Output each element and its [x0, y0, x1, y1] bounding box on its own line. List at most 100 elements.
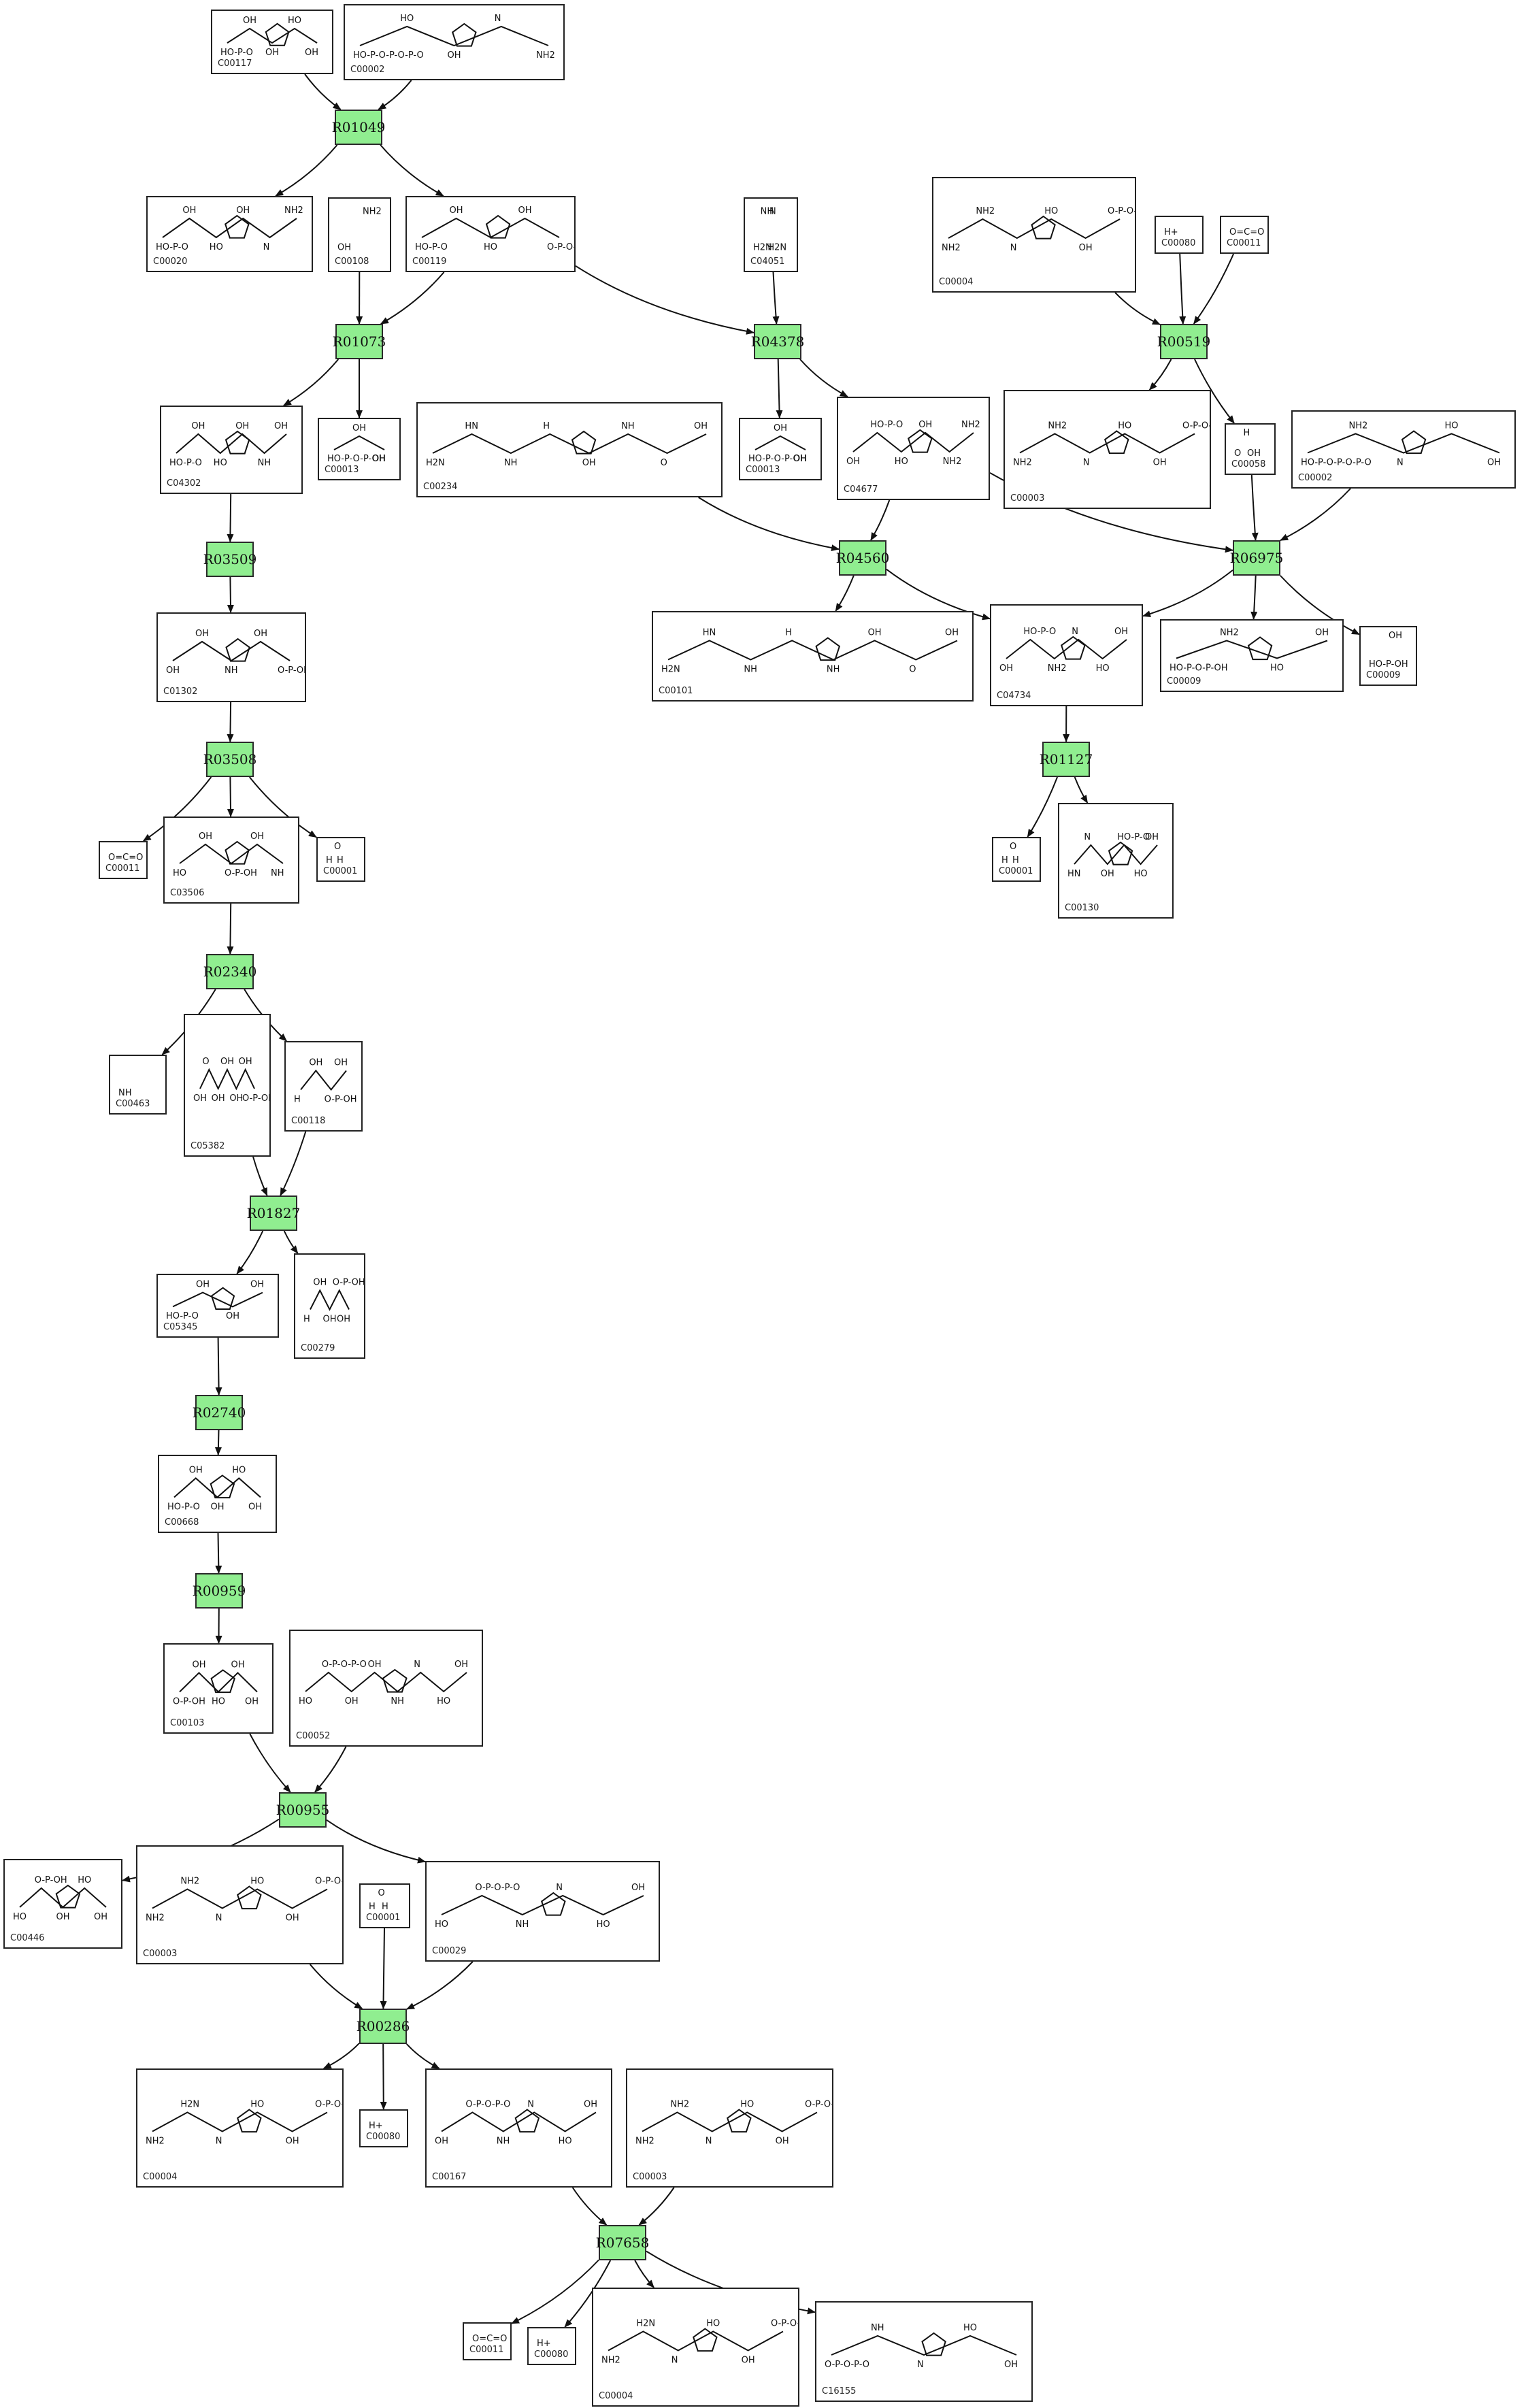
- bond-chain: [179, 843, 284, 865]
- compound-c41[interactable]: H+C00080: [359, 2109, 408, 2147]
- atom-label: N: [1397, 458, 1404, 468]
- reaction-R00955[interactable]: R00955: [276, 1792, 329, 1828]
- reaction-R02740[interactable]: R02740: [193, 1395, 246, 1430]
- atom-label: H2N: [180, 2100, 199, 2110]
- bond-chain: [754, 435, 806, 450]
- reaction-R01127[interactable]: R01127: [1040, 742, 1093, 777]
- reaction-R02340[interactable]: R02340: [203, 954, 256, 989]
- ring: [237, 1885, 262, 1910]
- atom-label: HO: [559, 2137, 572, 2147]
- molecule-sketch: HOH: [1001, 842, 1019, 865]
- atom-label: OH: [999, 663, 1013, 674]
- atom-label: NH2: [943, 457, 962, 467]
- compound-c8[interactable]: H+C00080: [1155, 216, 1204, 254]
- atom-label: NH2: [1349, 421, 1368, 431]
- molecule-sketch: H+: [537, 2339, 551, 2349]
- atom-label: O: [1010, 842, 1016, 852]
- edge-R00519-c15: [1148, 359, 1172, 391]
- reaction-R00959[interactable]: R00959: [193, 1573, 246, 1609]
- ring: [225, 214, 250, 239]
- atom-label: HO: [250, 1877, 264, 1887]
- reaction-R00519[interactable]: R00519: [1157, 324, 1210, 359]
- bond-chain: [1176, 640, 1328, 659]
- reaction-R01049[interactable]: R01049: [332, 110, 385, 145]
- ring: [908, 429, 933, 453]
- atom-label: NH2: [635, 2137, 654, 2147]
- atom-label: O-P-O-P-O: [315, 1877, 342, 1887]
- atom-label: N: [414, 1660, 420, 1670]
- atom-label: OH: [1079, 243, 1093, 253]
- reaction-R04560[interactable]: R04560: [836, 540, 889, 576]
- reaction-R03508[interactable]: R03508: [203, 742, 256, 777]
- reaction-R07658[interactable]: R07658: [596, 2225, 649, 2260]
- atom-label: OH: [254, 629, 267, 639]
- reaction-R04378[interactable]: R04378: [751, 324, 804, 359]
- reaction-R00286[interactable]: R00286: [356, 2009, 410, 2044]
- bond-chain: [333, 435, 385, 450]
- edge-c39-R00286: [406, 1961, 474, 2010]
- reaction-R06975[interactable]: R06975: [1230, 540, 1283, 576]
- reaction-R03509[interactable]: R03509: [203, 542, 256, 577]
- compound-id: C00002: [350, 65, 385, 75]
- compound-c45[interactable]: H+C00080: [527, 2327, 576, 2365]
- compound-id: C00080: [366, 2132, 401, 2142]
- bond-chain: [642, 2111, 818, 2132]
- reaction-R01073[interactable]: R01073: [333, 324, 386, 359]
- reaction-R01827[interactable]: R01827: [247, 1195, 300, 1231]
- bond-chain: [608, 2330, 784, 2352]
- atom-label: OH: [193, 1660, 206, 1670]
- atom-label: O-P-OH: [325, 1095, 357, 1105]
- atom-label: HO: [1134, 869, 1148, 879]
- atom-label: OH: [1004, 2360, 1018, 2370]
